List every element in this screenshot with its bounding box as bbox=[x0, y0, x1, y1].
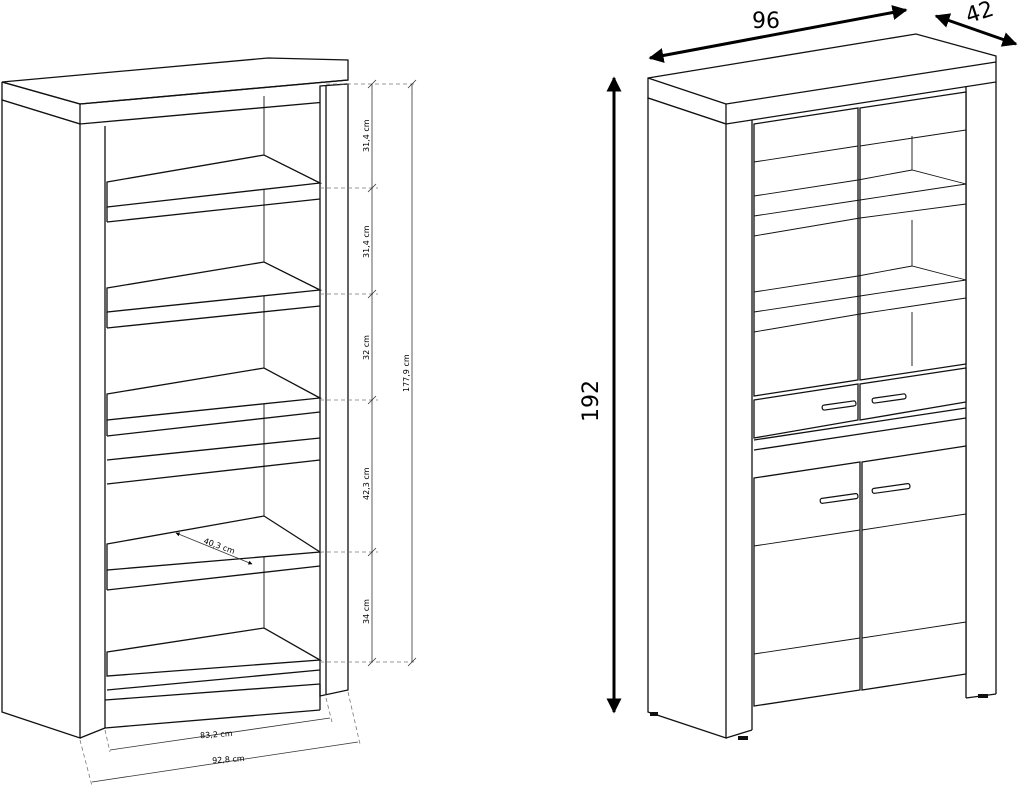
lower-door-left[interactable] bbox=[753, 461, 861, 707]
depth-arrow bbox=[934, 13, 1018, 47]
label-width: 96 bbox=[752, 9, 780, 34]
label-interior-width: 83,2 cm bbox=[200, 729, 233, 740]
handle-icon[interactable] bbox=[819, 493, 859, 504]
cabinet-drawing: 96 42 192 bbox=[579, 0, 1018, 740]
label-shelf-height-1: 31,4 cm bbox=[362, 119, 371, 152]
cabinet-left-side bbox=[647, 97, 727, 739]
open-bookcase-drawing: 40,3 cm 31,4 cm 31,4 cm 32 cm 42,3 cm 34… bbox=[1, 57, 417, 787]
label-outer-width: 92,8 cm bbox=[212, 754, 245, 765]
width-arrow bbox=[648, 5, 908, 63]
shelf-3 bbox=[106, 367, 323, 437]
shelf-4 bbox=[106, 515, 322, 591]
drawer-right[interactable] bbox=[859, 367, 967, 421]
rail bbox=[106, 437, 321, 485]
handle-icon[interactable] bbox=[871, 483, 911, 494]
foot bbox=[650, 712, 658, 716]
label-shelf-height-5: 34 cm bbox=[362, 599, 371, 624]
foot bbox=[978, 694, 988, 698]
shelf-2 bbox=[106, 261, 323, 329]
label-interior-height: 177,9 cm bbox=[402, 354, 411, 392]
label-depth: 42 bbox=[963, 0, 997, 29]
foot bbox=[738, 736, 748, 740]
shelf-1 bbox=[106, 154, 323, 223]
bookcase-right-side bbox=[319, 83, 349, 697]
drawer-left[interactable] bbox=[753, 383, 859, 439]
bookcase-left-side bbox=[1, 99, 81, 739]
shelf-5 bbox=[106, 627, 323, 691]
lower-door-right[interactable] bbox=[861, 445, 967, 691]
label-shelf-height-3: 32 cm bbox=[362, 335, 371, 360]
label-shelf-height-2: 31,4 cm bbox=[362, 225, 371, 258]
handle-icon[interactable] bbox=[821, 400, 857, 411]
label-shelf-height-4: 42,3 cm bbox=[362, 467, 371, 500]
label-height: 192 bbox=[579, 380, 604, 422]
handle-icon[interactable] bbox=[871, 393, 907, 404]
upper-glass-doors bbox=[753, 91, 967, 397]
